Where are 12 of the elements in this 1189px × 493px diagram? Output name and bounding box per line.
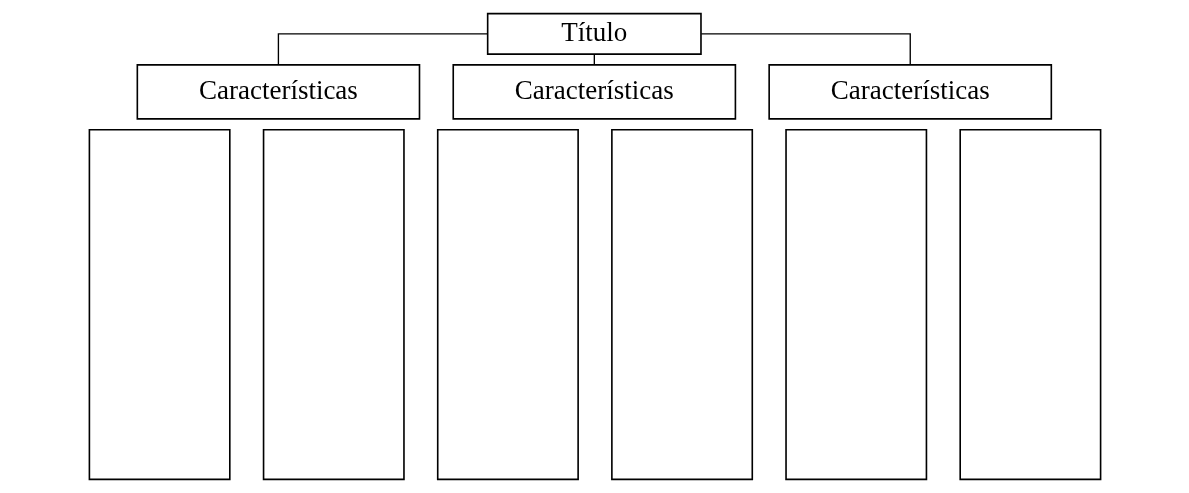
node-box bbox=[610, 128, 753, 481]
node-box bbox=[784, 128, 927, 481]
node-box bbox=[436, 128, 579, 481]
node-box: Características bbox=[136, 64, 420, 120]
connector bbox=[277, 33, 488, 66]
node-box: Título bbox=[486, 12, 702, 55]
node-box: Características bbox=[767, 64, 1052, 120]
connector bbox=[700, 33, 911, 66]
node-box bbox=[958, 128, 1101, 481]
node-box: Características bbox=[451, 64, 736, 120]
node-box bbox=[262, 128, 405, 481]
node-box bbox=[88, 128, 231, 481]
